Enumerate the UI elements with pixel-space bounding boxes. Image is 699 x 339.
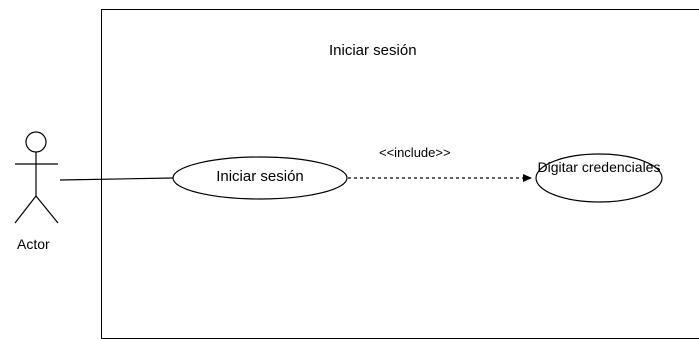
use-case-label-digitar-credenciales: Digitar credenciales: [537, 159, 661, 175]
include-label: <<include>>: [379, 145, 451, 160]
association-line: [59, 177, 174, 181]
diagram-svg: [14, 131, 663, 224]
actor-label: Actor: [17, 236, 50, 252]
use-case-diagram: Iniciar sesión Actor <<include>> Iniciar…: [14, 9, 699, 339]
actor-head: [25, 131, 47, 153]
use-case-iniciar-sesion[interactable]: [172, 156, 348, 200]
actor-figure[interactable]: [14, 131, 59, 224]
use-case-digitar-credenciales[interactable]: [535, 153, 663, 203]
actor-left-leg: [14, 195, 37, 224]
system-title: Iniciar sesión: [329, 42, 417, 59]
use-case-label-iniciar-sesion: Iniciar sesión: [216, 168, 304, 185]
actor-right-leg: [35, 195, 59, 224]
